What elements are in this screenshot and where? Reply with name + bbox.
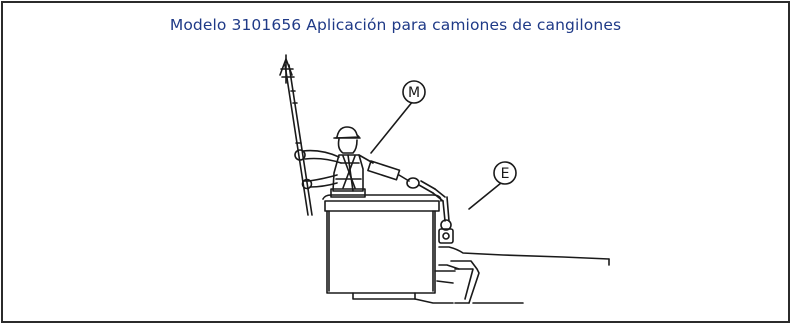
figure-frame: Modelo 3101656 Aplicación para camiones … [1, 1, 790, 323]
worker [294, 126, 366, 198]
callout-m-label: M [408, 85, 420, 101]
bucket-truck-illustration: M E [279, 54, 610, 304]
figure-caption: Modelo 3101656 Aplicación para camiones … [169, 16, 622, 34]
lanyard-shock-absorber [358, 154, 450, 222]
aerial-bucket [322, 194, 442, 300]
callout-e-label: E [501, 166, 510, 182]
callout-m: M [402, 80, 426, 104]
anchor-connector [438, 219, 454, 244]
callout-e: E [493, 161, 517, 185]
boom-structure [414, 246, 610, 304]
hot-stick [279, 54, 313, 216]
